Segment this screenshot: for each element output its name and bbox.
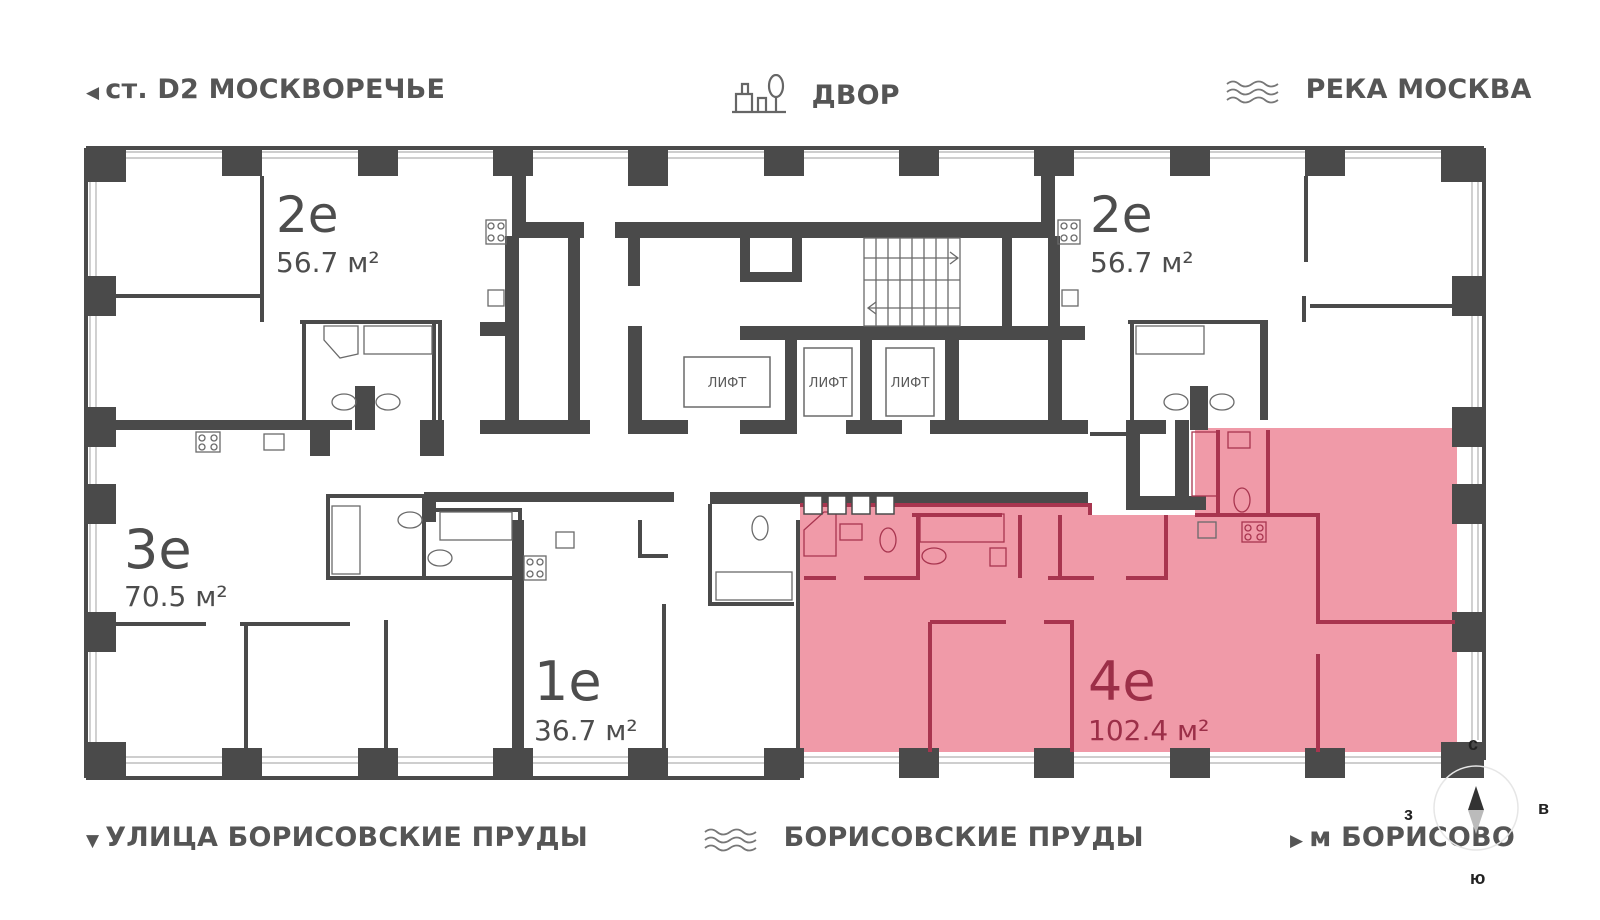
orientation-label: м БОРИСОВО (1309, 822, 1515, 853)
corridor-openings (803, 495, 895, 515)
courtyard-icon (732, 74, 786, 114)
orientation-label: ст. D2 МОСКВОРЕЧЬЕ (105, 74, 446, 105)
orientation-bottom-center: БОРИСОВСКИЕ ПРУДЫ (704, 822, 1144, 853)
thin-partitions (102, 176, 1452, 752)
apartment-type: 3е (124, 518, 192, 581)
orientation-top-center: ДВОР (730, 74, 900, 118)
compass-west: з (1404, 804, 1413, 824)
apartment-area: 36.7 м² (534, 714, 638, 747)
direction-triangle-icon: ◀ (86, 83, 100, 103)
apartment-area: 56.7 м² (276, 246, 380, 279)
columns (86, 148, 1484, 778)
apartment-4e-fixtures (803, 431, 1267, 567)
fixtures (195, 219, 1235, 601)
compass-south: ю (1470, 868, 1485, 888)
orientation-label: ДВОР (811, 79, 900, 111)
orientation-label: УЛИЦА БОРИСОВСКИЕ ПРУДЫ (105, 822, 588, 853)
orientation-bottom-right: ▶м БОРИСОВО (1290, 822, 1515, 853)
interior-walls (102, 158, 1208, 750)
elevator-shaft (885, 347, 935, 417)
elevator-shaft (803, 347, 853, 417)
elevators: ЛИФТ ЛИФТ ЛИФТ (683, 347, 935, 417)
apartment-area: 56.7 м² (1090, 246, 1194, 279)
compass: с в ю з (1404, 734, 1549, 888)
compass-north-arrow-icon (1468, 786, 1484, 810)
pond-waves-icon (704, 828, 757, 851)
apartment-type: 4е (1088, 650, 1156, 713)
orientation-top-right: РЕКА МОСКВА (1226, 74, 1532, 105)
orientation-label: РЕКА МОСКВА (1305, 74, 1532, 105)
compass-east: в (1538, 798, 1549, 818)
staircase (863, 237, 961, 327)
direction-triangle-icon: ▶ (1290, 831, 1304, 851)
apartment-area: 70.5 м² (124, 580, 228, 613)
compass-north: с (1468, 734, 1478, 754)
river-waves-icon (1226, 80, 1279, 103)
direction-triangle-icon: ▼ (86, 831, 100, 851)
apartment-labels: 2е 56.7 м² 2е 56.7 м² 3е 70.5 м² 1е 36.7… (124, 186, 1209, 747)
orientation-top-left: ◀ст. D2 МОСКВОРЕЧЬЕ (86, 74, 445, 105)
elevator-label: ЛИФТ (891, 376, 930, 391)
apartment-4e-highlight[interactable] (800, 428, 1457, 752)
apartment-area: 102.4 м² (1088, 714, 1209, 747)
apartment-type: 1е (534, 650, 602, 713)
elevator-label: ЛИФТ (809, 376, 848, 391)
elevator-label: ЛИФТ (708, 376, 747, 391)
orientation-label: БОРИСОВСКИЕ ПРУДЫ (783, 822, 1144, 853)
apartment-type: 2е (276, 186, 339, 244)
orientation-bottom-left: ▼УЛИЦА БОРИСОВСКИЕ ПРУДЫ (86, 822, 588, 853)
apartment-type: 2е (1090, 186, 1153, 244)
elevator-shaft (683, 356, 771, 408)
